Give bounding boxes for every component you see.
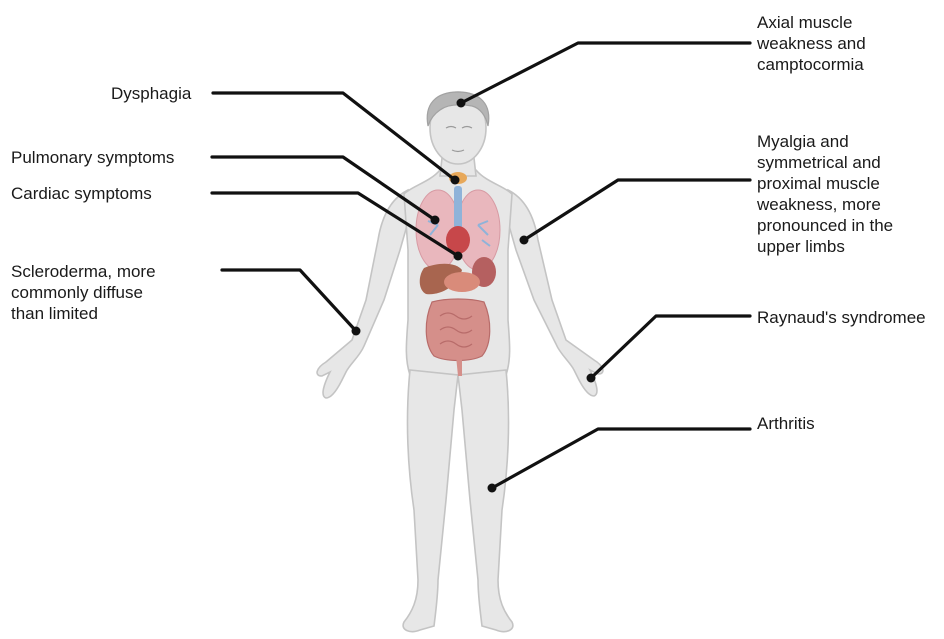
organs (416, 172, 500, 376)
label-raynauds-syndrome: Raynaud's syndromee (757, 307, 944, 328)
label-arthritis: Arthritis (757, 413, 877, 434)
right-leg (458, 370, 513, 632)
leader-myalgia-dot (520, 236, 529, 245)
trachea (454, 186, 462, 230)
leader-myalgia (524, 180, 750, 240)
label-myalgia: Myalgia and symmetrical and proximal mus… (757, 131, 942, 257)
leader-axial (461, 43, 750, 103)
leader-pulmonary-dot (431, 216, 440, 225)
label-scleroderma: Scleroderma, more commonly diffuse than … (11, 261, 211, 324)
leader-scleroderma (222, 270, 356, 331)
intestines (426, 299, 490, 361)
leader-axial-dot (457, 99, 466, 108)
label-dysphagia: Dysphagia (111, 83, 211, 104)
label-cardiac-symptoms: Cardiac symptoms (11, 183, 211, 204)
leader-cardiac-dot (454, 252, 463, 261)
leader-raynaud-dot (587, 374, 596, 383)
leader-scleroderma-dot (352, 327, 361, 336)
leader-dysphagia-dot (451, 176, 460, 185)
label-axial-muscle-weakness: Axial muscle weakness and camptocormia (757, 12, 937, 75)
leader-raynaud (591, 316, 750, 378)
human-body-illustration (317, 92, 603, 632)
label-pulmonary-symptoms: Pulmonary symptoms (11, 147, 211, 168)
leader-dysphagia (213, 93, 455, 180)
left-arm (317, 190, 410, 398)
stomach (444, 272, 480, 292)
leader-arthritis-dot (488, 484, 497, 493)
left-leg (403, 370, 458, 632)
leader-arthritis (492, 429, 750, 488)
